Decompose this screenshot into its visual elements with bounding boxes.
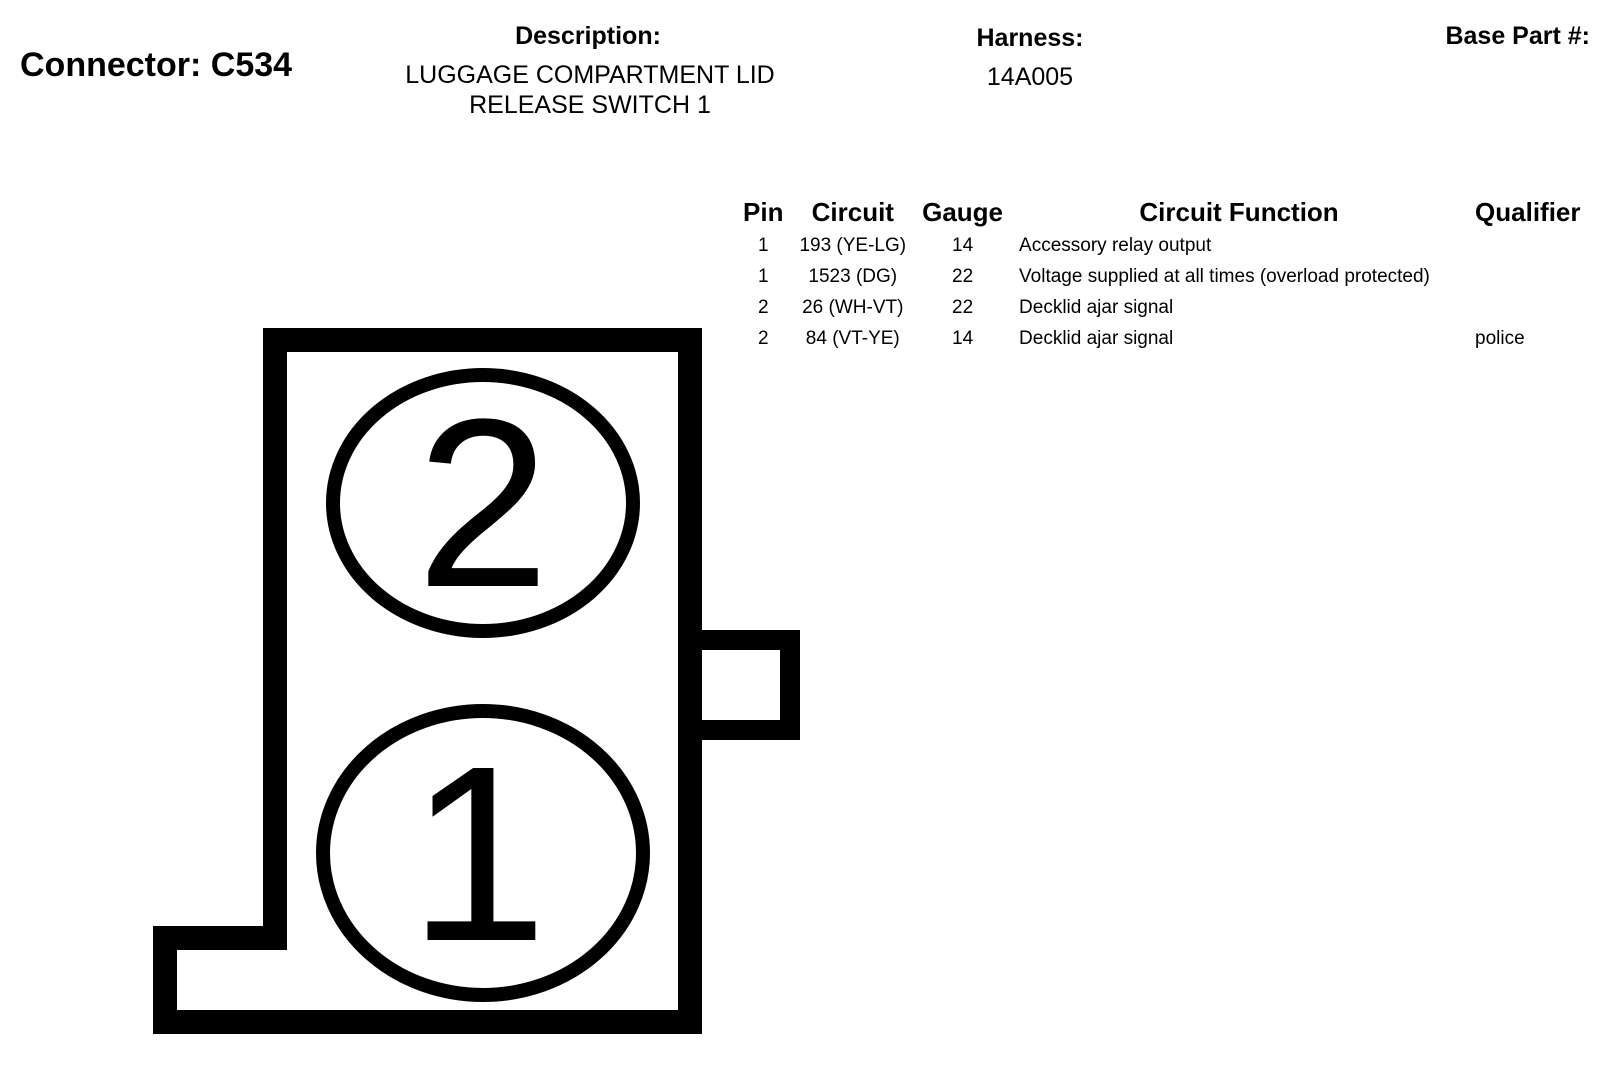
connector-locking-tab <box>690 630 800 740</box>
pin-2-cavity <box>326 368 640 638</box>
cell-circuit: 84 (VT-YE) <box>805 327 900 349</box>
cell-function: Decklid ajar signal <box>1019 327 1174 349</box>
cell-gauge: 14 <box>952 234 974 256</box>
header-circuit-function: Circuit Function <box>1139 196 1339 227</box>
cell-gauge: 22 <box>952 265 974 287</box>
pinout-table: Pin Circuit Gauge Circuit Function Quali… <box>735 196 1589 354</box>
cell-circuit: 1523 (DG) <box>808 265 898 287</box>
cell-pin: 1 <box>757 265 769 287</box>
connector-title: Connector: C534 <box>20 46 293 84</box>
base-part-label: Base Part #: <box>1445 22 1590 50</box>
description-line-1: LUGGAGE COMPARTMENT LID <box>405 61 775 89</box>
cell-gauge: 22 <box>952 296 974 318</box>
table-row: 1 1523 (DG) 22 Voltage supplied at all t… <box>735 261 1589 292</box>
connector-housing-outline <box>153 328 702 1034</box>
cell-function: Decklid ajar signal <box>1019 296 1174 318</box>
cell-pin: 2 <box>757 327 769 349</box>
cell-qualifier: police <box>1475 327 1525 349</box>
cell-circuit: 26 (WH-VT) <box>802 296 904 318</box>
table-row: 2 84 (VT-YE) 14 Decklid ajar signal poli… <box>735 323 1589 354</box>
harness-value: 14A005 <box>986 63 1074 91</box>
table-row: 1 193 (YE-LG) 14 Accessory relay output <box>735 230 1589 261</box>
header-circuit: Circuit <box>811 196 894 227</box>
description-label: Description: <box>515 22 661 50</box>
cell-pin: 1 <box>757 234 769 256</box>
header-qualifier: Qualifier <box>1475 196 1581 227</box>
harness-label: Harness: <box>976 24 1084 52</box>
pin-1-cavity <box>316 704 650 1002</box>
header-pin: Pin <box>743 196 784 227</box>
cell-pin: 2 <box>757 296 769 318</box>
pin-2-label: 2 <box>416 369 549 637</box>
cell-circuit: 193 (YE-LG) <box>799 234 907 256</box>
cell-gauge: 14 <box>952 327 974 349</box>
description-value: LUGGAGE COMPARTMENT LID RELEASE SWITCH 1 <box>360 60 820 120</box>
cell-function: Accessory relay output <box>1019 234 1212 256</box>
header-gauge: Gauge <box>922 196 1004 227</box>
table-row: 2 26 (WH-VT) 22 Decklid ajar signal <box>735 292 1589 323</box>
cell-function: Voltage supplied at all times (overload … <box>1019 265 1430 287</box>
pin-1-label: 1 <box>408 714 547 993</box>
table-header-row: Pin Circuit Gauge Circuit Function Quali… <box>735 196 1589 230</box>
description-line-2: RELEASE SWITCH 1 <box>469 91 711 119</box>
